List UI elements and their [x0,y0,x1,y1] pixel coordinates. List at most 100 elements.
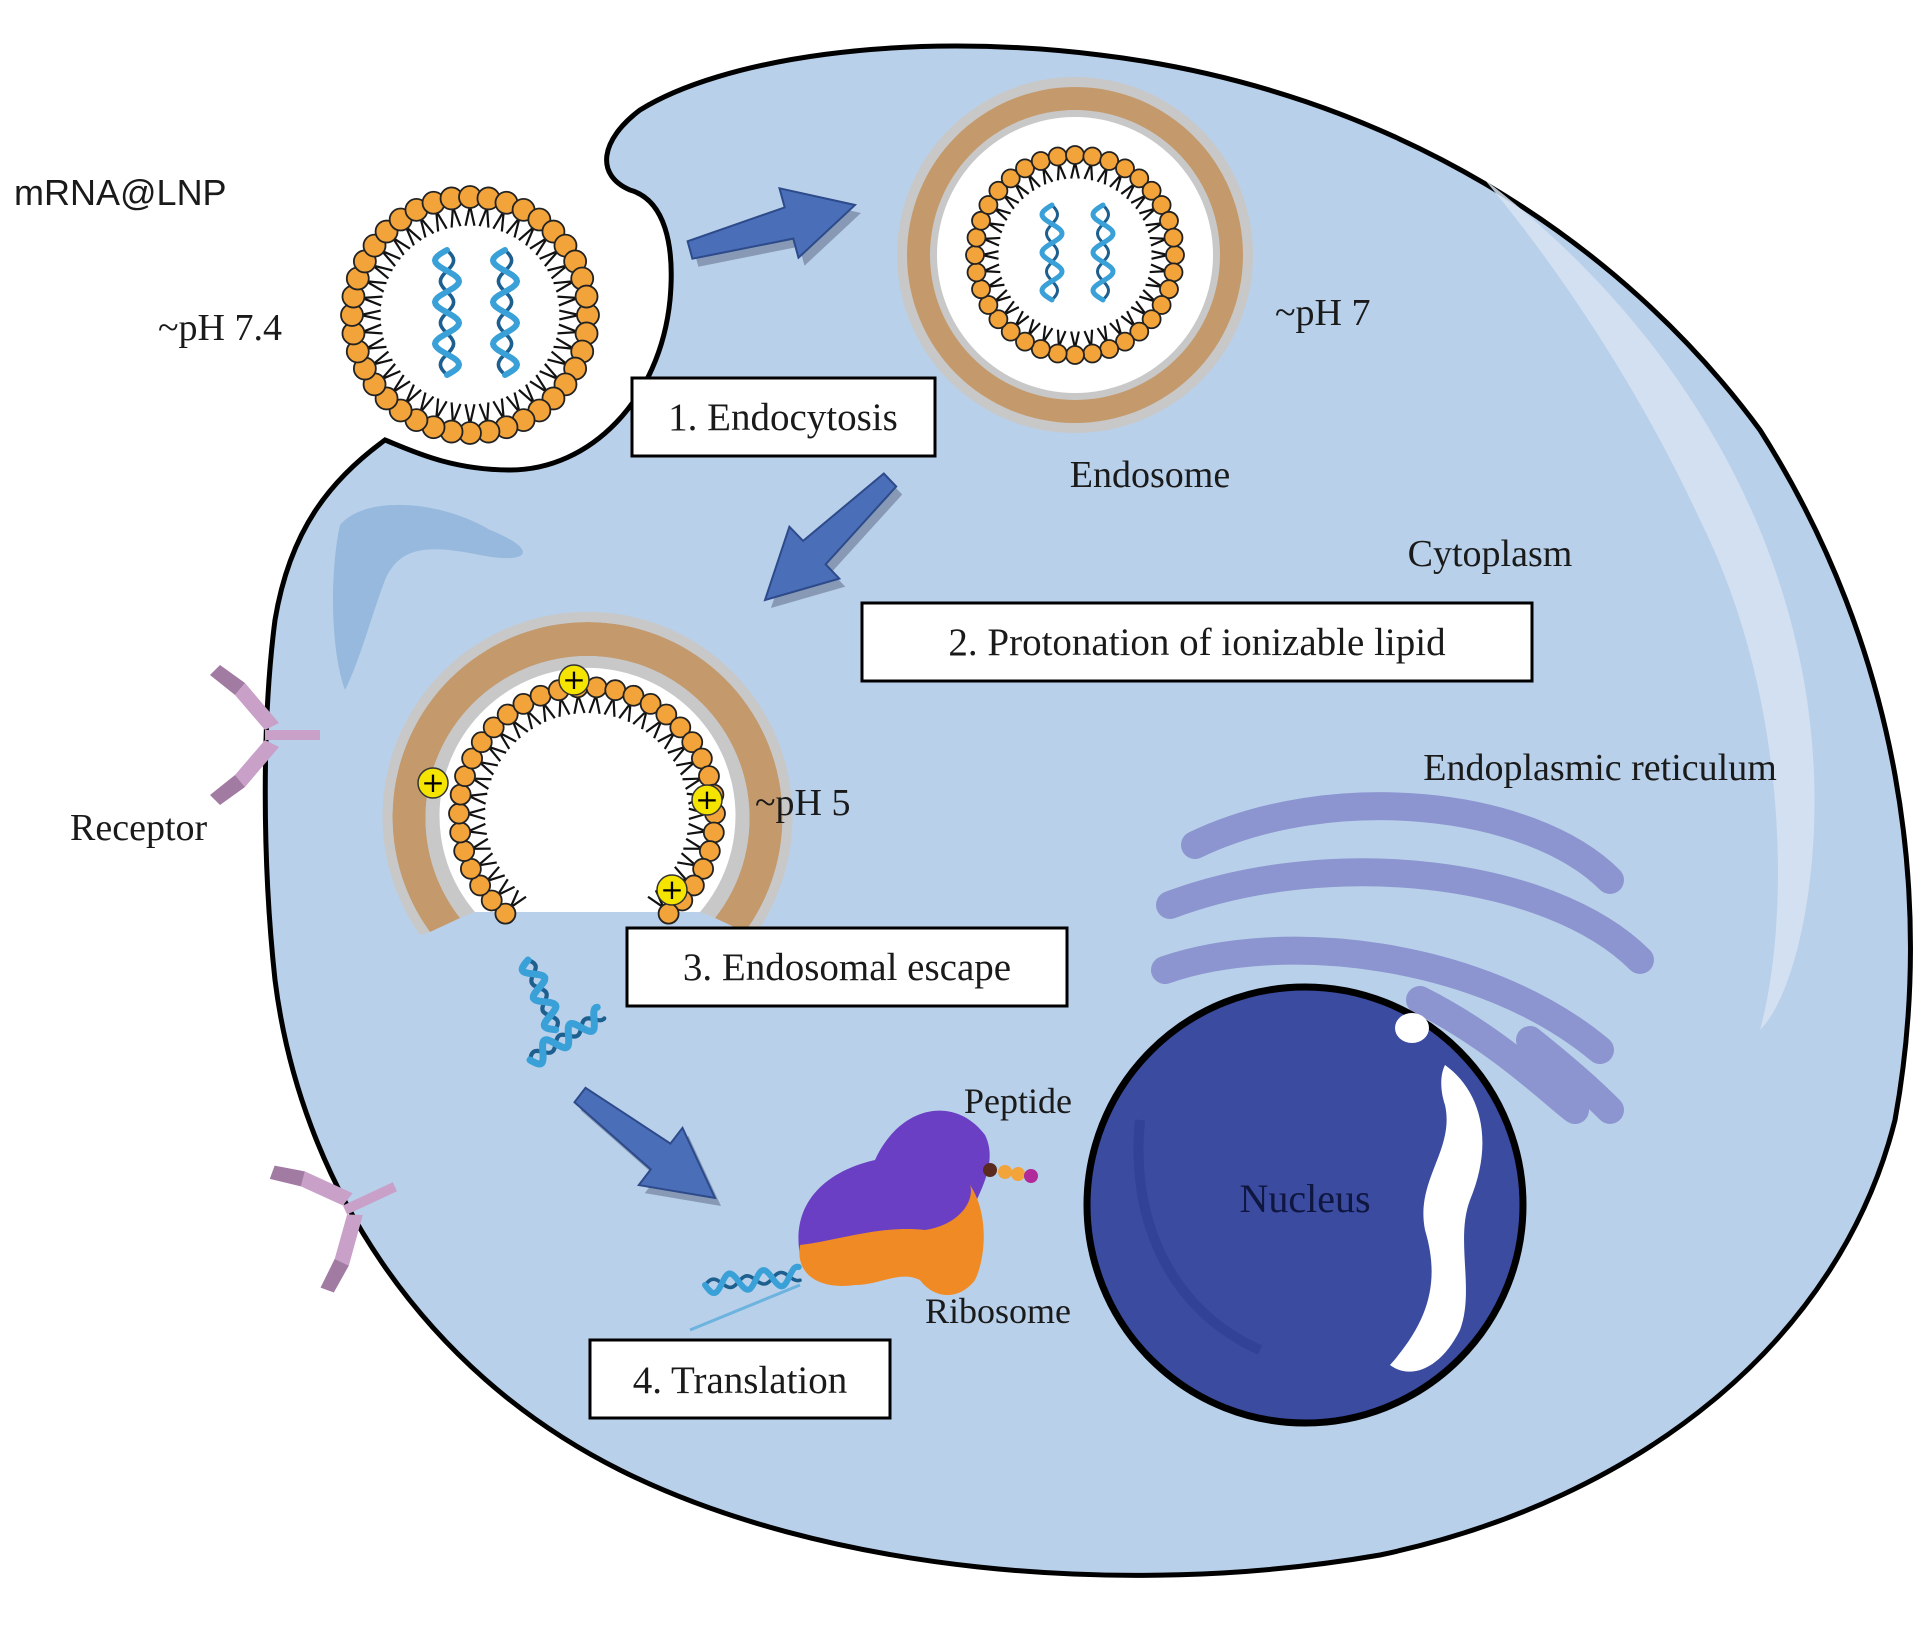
lipid-head [1141,180,1162,201]
lipid-tail [391,237,405,256]
lipid-tail [1103,167,1108,185]
lipid-tail [478,206,489,227]
lipid-head [1099,339,1120,359]
lnp-core [352,197,588,433]
receptor-tip [210,665,245,695]
lipid-head [971,210,991,231]
lipid-tail [1142,289,1157,303]
lipid-tail [1027,173,1041,188]
receptor-lower [269,1165,397,1293]
lipid-tail [380,250,396,267]
lipid-tail [573,695,580,715]
lipid-tail [981,250,999,257]
lipid-tail [983,237,1000,247]
lipid-head [1000,168,1021,189]
lipid-head [988,309,1009,330]
lipid-tail [553,280,574,285]
receptor-stem [265,730,320,740]
lipid-tail [558,697,562,717]
amino-acid [968,1161,982,1175]
lipid-tail [435,210,448,230]
lipid-tail [539,249,559,260]
lipid-tail [1147,276,1163,288]
lipid-tail [372,264,393,272]
lipid-head [702,821,725,844]
receptor-tip [210,775,245,805]
lipid-tail [1103,325,1108,343]
lipid-tail [362,295,383,300]
lipid-tail [1150,237,1167,247]
lipid-tail [487,746,502,762]
lipid-tail [981,253,999,260]
lipid-tail [1109,173,1123,188]
er-sheet [1151,936,1614,1064]
lipid-tail [451,206,462,227]
late-endosome-inner-gray [425,656,750,918]
lipid-tail [372,358,393,366]
lipid-tail [392,236,411,250]
lipid-nanoparticle [340,185,600,445]
lipid-tail [499,731,517,743]
step-box-2: 2. Protonation of ionizable lipid [860,601,1534,683]
receptor-upper [210,665,320,805]
nucleus-body [1083,983,1527,1427]
lipid-tail [509,895,527,909]
lipid-tail [404,384,415,404]
lipid-tail [381,249,401,260]
lipid-head [482,716,505,739]
lipid-tail [405,389,422,405]
ribosome-small-subunit [799,1185,984,1295]
lipid-tail [450,402,455,423]
nucleus-shade [1133,1119,1263,1355]
nucleolus [1395,1013,1429,1043]
lipid-tail [1145,283,1163,288]
lipid-tail [547,358,568,366]
lipid-tail [365,280,385,293]
step-box-1: 1. Endocytosis [630,376,937,458]
lipid-tail [366,345,387,350]
vesicle-fold [333,504,523,690]
lipid-tail [558,296,579,307]
lipid-head [529,684,552,707]
endoplasmic-reticulum [1151,792,1654,1124]
lipid-head [1015,158,1035,179]
lipid-head [494,902,517,925]
lipid-tail [1083,163,1093,180]
lipid-tail [505,395,521,413]
lipid-tail [360,309,381,317]
lipid-head [971,279,991,300]
ph-late-label: ~pH 5 [755,782,851,824]
lipid-tail [1027,322,1041,337]
lipid-tail [472,777,489,790]
lipid-tail [1056,163,1060,181]
lipid-tail [1130,194,1147,204]
lipid-head [480,889,503,912]
charge-symbol: + [695,783,718,816]
lipid-head [1047,146,1068,167]
lipid-head [639,693,662,715]
lipid-tail [1115,319,1123,336]
receptor-arm [334,1214,363,1266]
lipid-tail [472,777,492,781]
lipid-tail [688,822,707,833]
lipid-tail [511,720,521,739]
lipid-head [681,731,704,754]
lipid-tail [419,217,427,238]
lipid-tail [555,337,575,350]
lipid-tail [535,237,549,256]
step-4-label: 4. Translation [633,1359,848,1402]
ph-lnp-label: ~pH 7.4 [158,307,282,349]
mrna-strand [702,1263,802,1297]
lipid-tail [1145,222,1163,227]
lipid-tail [983,236,1001,240]
lipid-tail [380,363,396,380]
lipid-tail [419,392,427,413]
er-sheet [1516,1026,1624,1124]
lipid-tail [466,812,486,820]
lipid-tail [1135,194,1147,210]
receptor-arm [235,683,279,730]
late-endosome-ring [392,622,783,932]
lipid-tail [1126,310,1136,327]
lipid-tail [405,225,422,241]
